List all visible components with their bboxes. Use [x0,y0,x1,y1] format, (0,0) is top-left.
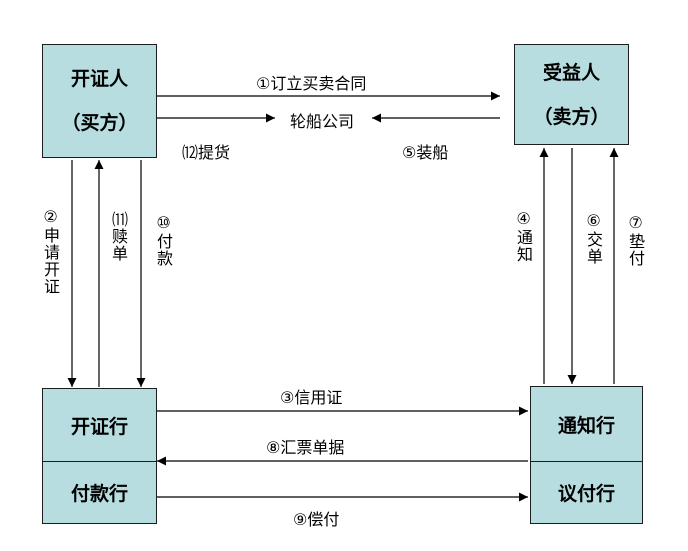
beneficiary-box: 受益人 （卖方） [514,44,629,145]
issuing-bank-label: 开证行 [70,416,128,438]
step-12-label: ⑿提货 [182,143,231,162]
step-4-label: ④通知 [514,209,533,263]
shipping-company-label: 轮船公司 [290,112,355,131]
applicant-role: （买方） [61,112,138,134]
advising-bank-box: 通知行 [530,386,643,462]
applicant-box: 开证人 （买方） [42,44,157,158]
step-8-label: ⑧汇票单据 [266,438,345,457]
negotiating-bank-box: 议付行 [530,461,643,524]
paying-bank-label: 付款行 [70,483,128,505]
step-7-label: ⑦垫付 [626,213,645,267]
step-5-label: ⑤装船 [402,143,449,162]
step-11-label: ⑾赎单 [109,211,128,262]
advising-bank-label: 通知行 [557,414,615,437]
beneficiary-role: （卖方） [533,105,610,128]
applicant-name: 开证人 [70,68,128,90]
step-10-label: ⑩付款 [154,213,173,267]
beneficiary-name: 受益人 [542,61,600,84]
step-3-label: ③信用证 [280,388,343,407]
negotiating-bank-label: 议付行 [557,483,615,505]
paying-bank-box: 付款行 [42,461,157,524]
step-6-label: ⑥交单 [584,211,603,265]
issuing-bank-box: 开证行 [42,388,157,463]
step-2-label: ②申请开证 [41,207,60,295]
step-1-label: ①订立买卖合同 [256,74,367,93]
step-9-label: ⑨偿付 [293,510,340,529]
